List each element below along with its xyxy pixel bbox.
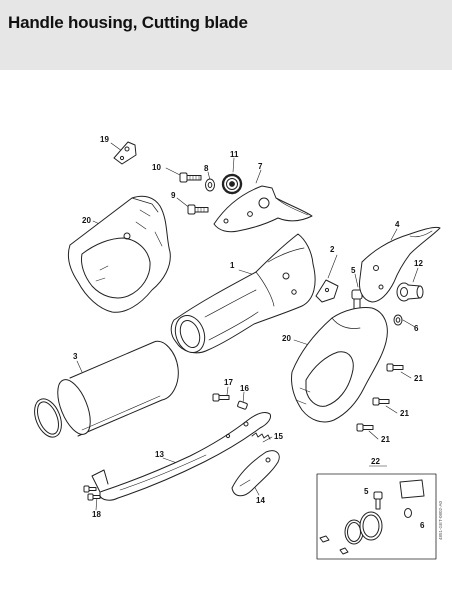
label-part-21-b: 21 (400, 409, 409, 418)
part-9-screw (187, 204, 209, 215)
part-5-bolt (351, 289, 363, 311)
part-3-ring (34, 398, 62, 438)
part-18-screws (83, 485, 101, 501)
header-bar: Handle housing, Cutting blade (0, 0, 452, 70)
part-20-housing-half-upper (67, 195, 171, 313)
label-inset-22: 22 (371, 457, 380, 466)
part-1-handle-housing (170, 233, 316, 354)
part-labels: 1 2 3 4 5 6 7 8 9 10 11 12 13 14 15 16 1… (73, 135, 425, 530)
label-part-6: 6 (414, 324, 419, 333)
part-11-star-wheel (221, 173, 243, 195)
label-part-17: 17 (224, 378, 233, 387)
part-10-screw (179, 172, 202, 183)
part-3-tube (57, 340, 179, 437)
label-part-2: 2 (330, 245, 335, 254)
label-part-9: 9 (171, 191, 176, 200)
part-15-spring (251, 432, 271, 440)
part-16-pin (237, 400, 248, 410)
part-20-housing-half-lower (291, 307, 388, 423)
part-12-pin (396, 282, 424, 302)
part-21-screws (356, 363, 404, 432)
label-part-19: 19 (100, 135, 109, 144)
label-part-20-upper: 20 (82, 216, 91, 225)
label-part-12: 12 (414, 259, 423, 268)
label-part-16: 16 (240, 384, 249, 393)
label-part-15: 15 (274, 432, 283, 441)
part-14-trigger (231, 450, 280, 497)
label-part-4: 4 (395, 220, 400, 229)
document-code: 4851-GET-0802-A0 (438, 500, 443, 540)
page-title: Handle housing, Cutting blade (8, 13, 248, 32)
label-part-21-c: 21 (381, 435, 390, 444)
part-7-cutting-blade (213, 185, 313, 233)
label-inset-part-6: 6 (420, 521, 425, 530)
label-part-10: 10 (152, 163, 161, 172)
label-part-7: 7 (258, 162, 263, 171)
label-inset-part-5: 5 (364, 487, 369, 496)
label-part-21-a: 21 (414, 374, 423, 383)
part-13-lever (91, 411, 271, 501)
part-2-wedge (315, 279, 339, 303)
inset-box-22 (316, 473, 437, 560)
label-part-13: 13 (155, 450, 164, 459)
part-6-washer (393, 314, 403, 326)
part-19-bracket (113, 141, 137, 165)
part-17-screw (212, 393, 230, 402)
label-part-20-lower: 20 (282, 334, 291, 343)
label-part-14: 14 (256, 496, 265, 505)
part-4-counter-blade (359, 226, 441, 303)
label-part-18: 18 (92, 510, 101, 519)
label-part-3: 3 (73, 352, 78, 361)
label-part-11: 11 (230, 150, 239, 159)
label-part-8: 8 (204, 164, 209, 173)
label-part-1: 1 (230, 261, 235, 270)
part-8-washer (205, 178, 215, 192)
label-part-5: 5 (351, 266, 356, 275)
